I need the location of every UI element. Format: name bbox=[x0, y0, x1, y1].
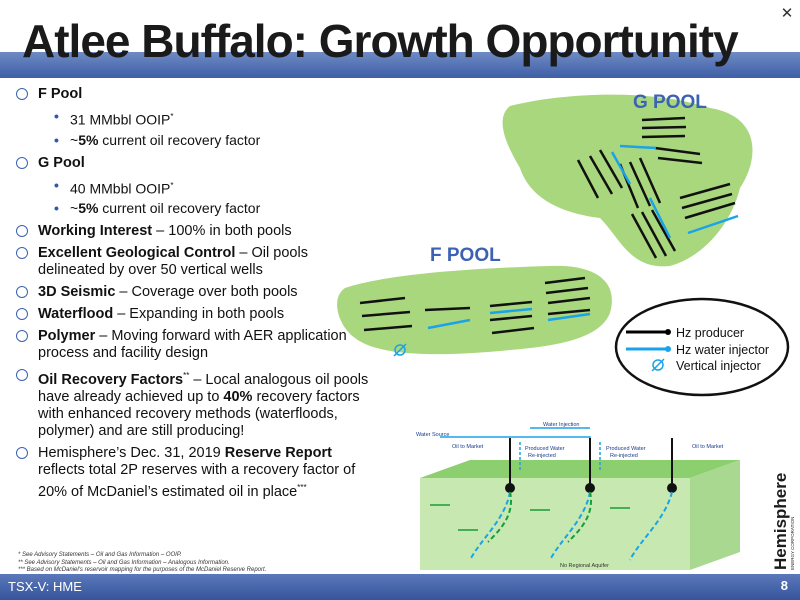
bullet-circle-icon bbox=[16, 308, 28, 321]
g-pool-ooip: •40 MMbbl OOIP* bbox=[54, 176, 174, 197]
vertical-injector-icon bbox=[651, 358, 665, 372]
bullet-dot-icon: • bbox=[54, 108, 59, 124]
svg-text:Vertical injector: Vertical injector bbox=[676, 359, 761, 373]
bullet-circle-icon bbox=[16, 156, 28, 169]
bullet-working-interest: Working Interest – 100% in both pools bbox=[16, 223, 376, 240]
bullet-circle-icon bbox=[16, 225, 28, 238]
waterflood-diagram: Water Source Water Injection Oil to Mark… bbox=[416, 422, 740, 570]
legend: Hz producer Hz water injector Vertical i… bbox=[614, 297, 790, 397]
oil-to-market-right-label: Oil to Market bbox=[692, 444, 724, 450]
bullet-circle-icon bbox=[16, 88, 28, 100]
f-pool-recovery: •~5% current oil recovery factor bbox=[54, 131, 261, 148]
page-number: 8 bbox=[780, 578, 788, 593]
reinjected-1: Re-injected bbox=[528, 453, 556, 459]
footnotes: * See Advisory Statements – Oil and Gas … bbox=[18, 552, 378, 575]
f-pool-label: F POOL bbox=[430, 245, 501, 266]
vertical-injector-icon bbox=[393, 343, 407, 357]
bullet-circle-icon bbox=[16, 369, 28, 382]
reservoir-top bbox=[420, 460, 740, 478]
oil-to-market-left-label: Oil to Market bbox=[452, 444, 484, 450]
bullet-circle-icon bbox=[16, 286, 28, 299]
g-injector-wells bbox=[610, 144, 739, 239]
hemisphere-logo: Hemisphere ENERGY CORPORATION bbox=[771, 473, 795, 570]
g-pool-label: G Pool bbox=[38, 154, 85, 171]
bullet-circle-icon bbox=[16, 447, 28, 460]
footnote-2: ** See Advisory Statements – Oil and Gas… bbox=[18, 559, 230, 566]
svg-text:Hz water injector: Hz water injector bbox=[676, 343, 769, 357]
bullet-circle-icon bbox=[16, 330, 28, 343]
f-pool-wells bbox=[359, 276, 591, 357]
f-pool-ooip: •31 MMbbl OOIP* bbox=[54, 108, 174, 128]
reservoir-front bbox=[420, 478, 690, 570]
g-pool-label: G POOL bbox=[633, 92, 707, 113]
f-injector-wells bbox=[427, 307, 591, 330]
g-pool-wells bbox=[576, 116, 739, 259]
produced-water-2: Produced Water bbox=[606, 446, 646, 452]
slide-title: Atlee Buffalo: Growth Opportunity bbox=[22, 15, 739, 67]
logo-text: Hemisphere bbox=[771, 473, 790, 570]
f-pool-area bbox=[337, 265, 612, 355]
legend-hz-producer: Hz producer bbox=[626, 326, 744, 340]
bullet-circle-icon bbox=[16, 247, 28, 260]
bullet-dot-icon: • bbox=[54, 131, 59, 148]
footer-band bbox=[0, 574, 800, 600]
svg-text:Hz producer: Hz producer bbox=[676, 326, 744, 340]
reinjected-2: Re-injected bbox=[610, 453, 638, 459]
close-icon[interactable]: ✕ bbox=[780, 5, 794, 22]
water-injection-label: Water Injection bbox=[543, 422, 579, 428]
reservoir-side bbox=[690, 460, 740, 570]
water-source-label: Water Source bbox=[416, 432, 449, 438]
bullet-polymer: Polymer – Moving forward with AER applic… bbox=[16, 328, 376, 362]
footnote-1: * See Advisory Statements – Oil and Gas … bbox=[18, 552, 182, 558]
bullet-list: F Pool •31 MMbbl OOIP* •~5% current oil … bbox=[16, 86, 376, 506]
bullet-reserve-report: Hemisphere’s Dec. 31, 2019 Reserve Repor… bbox=[16, 445, 376, 501]
g-producer-wells bbox=[576, 116, 736, 259]
g-pool-recovery: •~5% current oil recovery factor bbox=[54, 200, 261, 217]
legend-hz-water-injector: Hz water injector bbox=[626, 343, 769, 357]
bullet-waterflood: Waterflood – Expanding in both pools bbox=[16, 306, 376, 323]
legend-vertical-injector: Vertical injector bbox=[651, 358, 761, 373]
logo-subtext: ENERGY CORPORATION bbox=[790, 517, 795, 570]
footnote-3: *** Based on McDaniel’s reservoir mappin… bbox=[18, 567, 267, 573]
bullet-f-pool: F Pool bbox=[16, 86, 376, 103]
aquifer-label: No Regional Aquifer bbox=[560, 563, 609, 569]
f-producer-wells bbox=[359, 276, 591, 335]
ticker: TSX-V: HME bbox=[8, 579, 82, 594]
f-pool-label: F Pool bbox=[38, 86, 83, 102]
produced-water-1: Produced Water bbox=[525, 446, 565, 452]
title-band bbox=[0, 52, 800, 78]
pool-map: G POOL F POOL bbox=[337, 92, 753, 357]
bullet-g-pool: G Pool bbox=[16, 155, 376, 172]
bullet-dot-icon: • bbox=[54, 200, 59, 217]
bullet-recovery-factors: Oil Recovery Factors** – Local analogous… bbox=[16, 367, 376, 440]
bullet-dot-icon: • bbox=[54, 176, 59, 193]
bullet-seismic: 3D Seismic – Coverage over both pools bbox=[16, 284, 376, 301]
bullet-geological: Excellent Geological Control – Oil pools… bbox=[16, 245, 376, 279]
